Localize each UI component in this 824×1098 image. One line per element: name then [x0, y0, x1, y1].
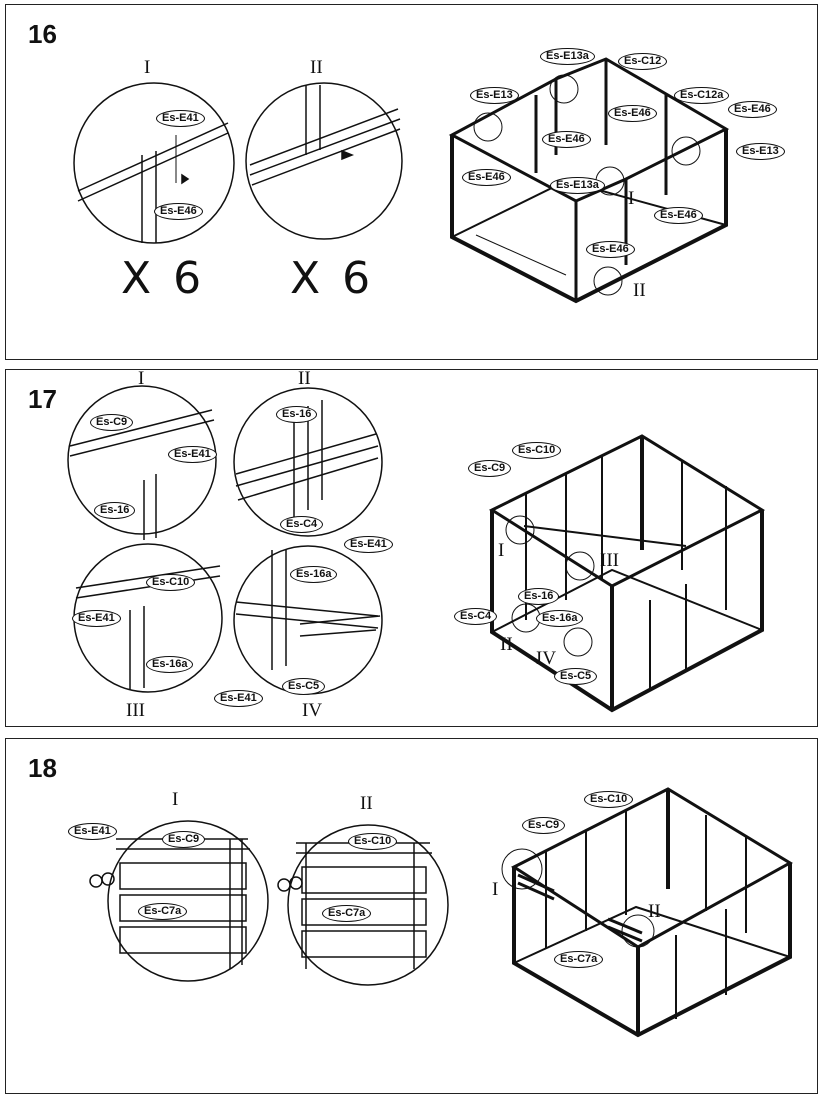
part-label: Es-E46: [462, 169, 511, 186]
detail-marker: II: [633, 280, 646, 301]
part-label: Es-E46: [154, 203, 203, 220]
detail-circle-I: [73, 82, 235, 244]
part-label: Es-C5: [554, 668, 598, 685]
part-label: Es-E41: [344, 536, 393, 553]
part-label: Es-E41: [156, 110, 205, 127]
part-label: Es-16: [94, 502, 136, 519]
part-label: Es-16: [518, 588, 560, 605]
detail-marker: II: [648, 901, 661, 922]
part-label: Es-C7a: [138, 903, 188, 920]
detail-marker: I: [498, 540, 505, 561]
detail-circles: [89, 820, 449, 986]
part-label: Es-E46: [542, 131, 591, 148]
part-label: Es-E13a: [540, 48, 595, 65]
part-label: Es-E13: [736, 143, 785, 160]
detail-marker: II: [500, 634, 513, 655]
quantity-multiplier: X 6: [290, 253, 375, 304]
detail-label: II: [360, 793, 373, 814]
detail-label: I: [138, 368, 145, 389]
part-label: Es-E46: [586, 241, 635, 258]
detail-circles: [67, 385, 383, 695]
detail-marker: III: [600, 550, 619, 571]
detail-label: III: [126, 700, 145, 721]
part-label: Es-C7a: [322, 905, 372, 922]
part-label: Es-16a: [290, 566, 338, 583]
step-number: 16: [28, 19, 57, 49]
part-label: Es-E41: [72, 610, 121, 627]
detail-label: I: [144, 57, 151, 78]
step-number: 17: [28, 384, 57, 414]
part-label: Es-C9: [162, 831, 206, 848]
detail-marker: I: [628, 188, 635, 209]
part-label: Es-E46: [728, 101, 777, 118]
shed-frame-18: [510, 787, 793, 1038]
detail-label: II: [310, 57, 323, 78]
part-label: Es-E41: [214, 690, 263, 707]
part-label: Es-E46: [654, 207, 703, 224]
part-label: Es-C10: [146, 574, 196, 591]
part-label: Es-C12a: [674, 87, 730, 104]
part-label: Es-16a: [536, 610, 584, 627]
part-label: Es-E41: [68, 823, 117, 840]
detail-marker: I: [492, 879, 499, 900]
part-label: Es-C9: [90, 414, 134, 431]
part-label: Es-16: [276, 406, 318, 423]
detail-label: I: [172, 789, 179, 810]
part-label: Es-16a: [146, 656, 194, 673]
part-label: Es-E46: [608, 105, 657, 122]
part-label: Es-C4: [280, 516, 324, 533]
detail-marker: IV: [536, 648, 557, 669]
part-label: Es-C10: [512, 442, 562, 459]
step-16-drawing: [73, 57, 730, 304]
part-label: Es-C10: [348, 833, 398, 850]
part-label: Es-C7a: [554, 951, 604, 968]
part-label: Es-C9: [522, 817, 566, 834]
detail-label: IV: [302, 700, 323, 721]
part-label: Es-E13a: [550, 177, 605, 194]
step-16-panel: 16 I II Es-E41 Es-E46: [5, 4, 818, 360]
step-17-panel: 17 I II III IV: [5, 368, 818, 727]
step-17-drawing: [67, 385, 766, 713]
part-label: Es-C10: [584, 791, 634, 808]
quantity-multiplier: X 6: [121, 253, 206, 304]
part-label: Es-C12: [618, 53, 668, 70]
detail-circle-II: [245, 82, 403, 240]
part-label: Es-E13: [470, 87, 519, 104]
part-label: Es-C4: [454, 608, 498, 625]
part-label: Es-E41: [168, 446, 217, 463]
step-18-panel: 18 I II Es-E41 Es-C9 Es-C7a Es-: [5, 738, 818, 1094]
step-18-drawing: [89, 787, 793, 1038]
detail-label: II: [298, 368, 311, 389]
part-label: Es-C9: [468, 460, 512, 477]
part-label: Es-C5: [282, 678, 326, 695]
shed-frame-17: [488, 434, 766, 713]
step-number: 18: [28, 753, 57, 783]
